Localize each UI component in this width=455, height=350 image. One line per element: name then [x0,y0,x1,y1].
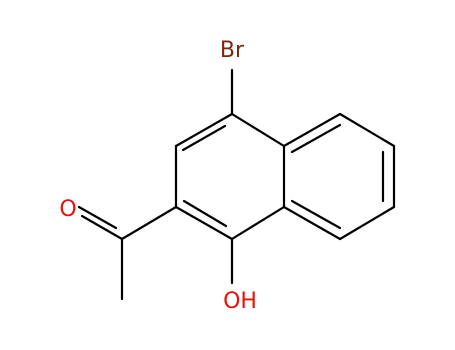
bond-c7-c8 [338,205,396,241]
carbonyl-oxygen-label: O [59,197,76,222]
benzo-ring [282,112,396,241]
bond-c4-c3-inner [181,124,227,152]
bond-c8-c8a [282,205,342,241]
bond-c4-c3 [174,112,234,148]
bromine-label: Br [220,38,245,63]
bond-c2-c1-inner [182,199,228,228]
bond-c4a-c5-inner [290,123,342,154]
bond-c4a-c5 [282,112,342,148]
hydroxyl-label: OH [223,289,257,314]
bond-c4a-c4 [230,112,286,148]
substituent-bonds [77,68,234,301]
bond-c2-c1 [174,205,234,241]
substituted-ring [174,112,286,241]
bond-carbonyl-oxygen-double [77,205,118,230]
bond-c2-carbonyl [120,205,178,241]
bond-c8-c8a-inner [290,199,342,230]
bond-c1-c8a [230,205,286,241]
bond-c5-c6 [338,112,396,148]
bond-carbonyl-oxygen [80,214,124,241]
